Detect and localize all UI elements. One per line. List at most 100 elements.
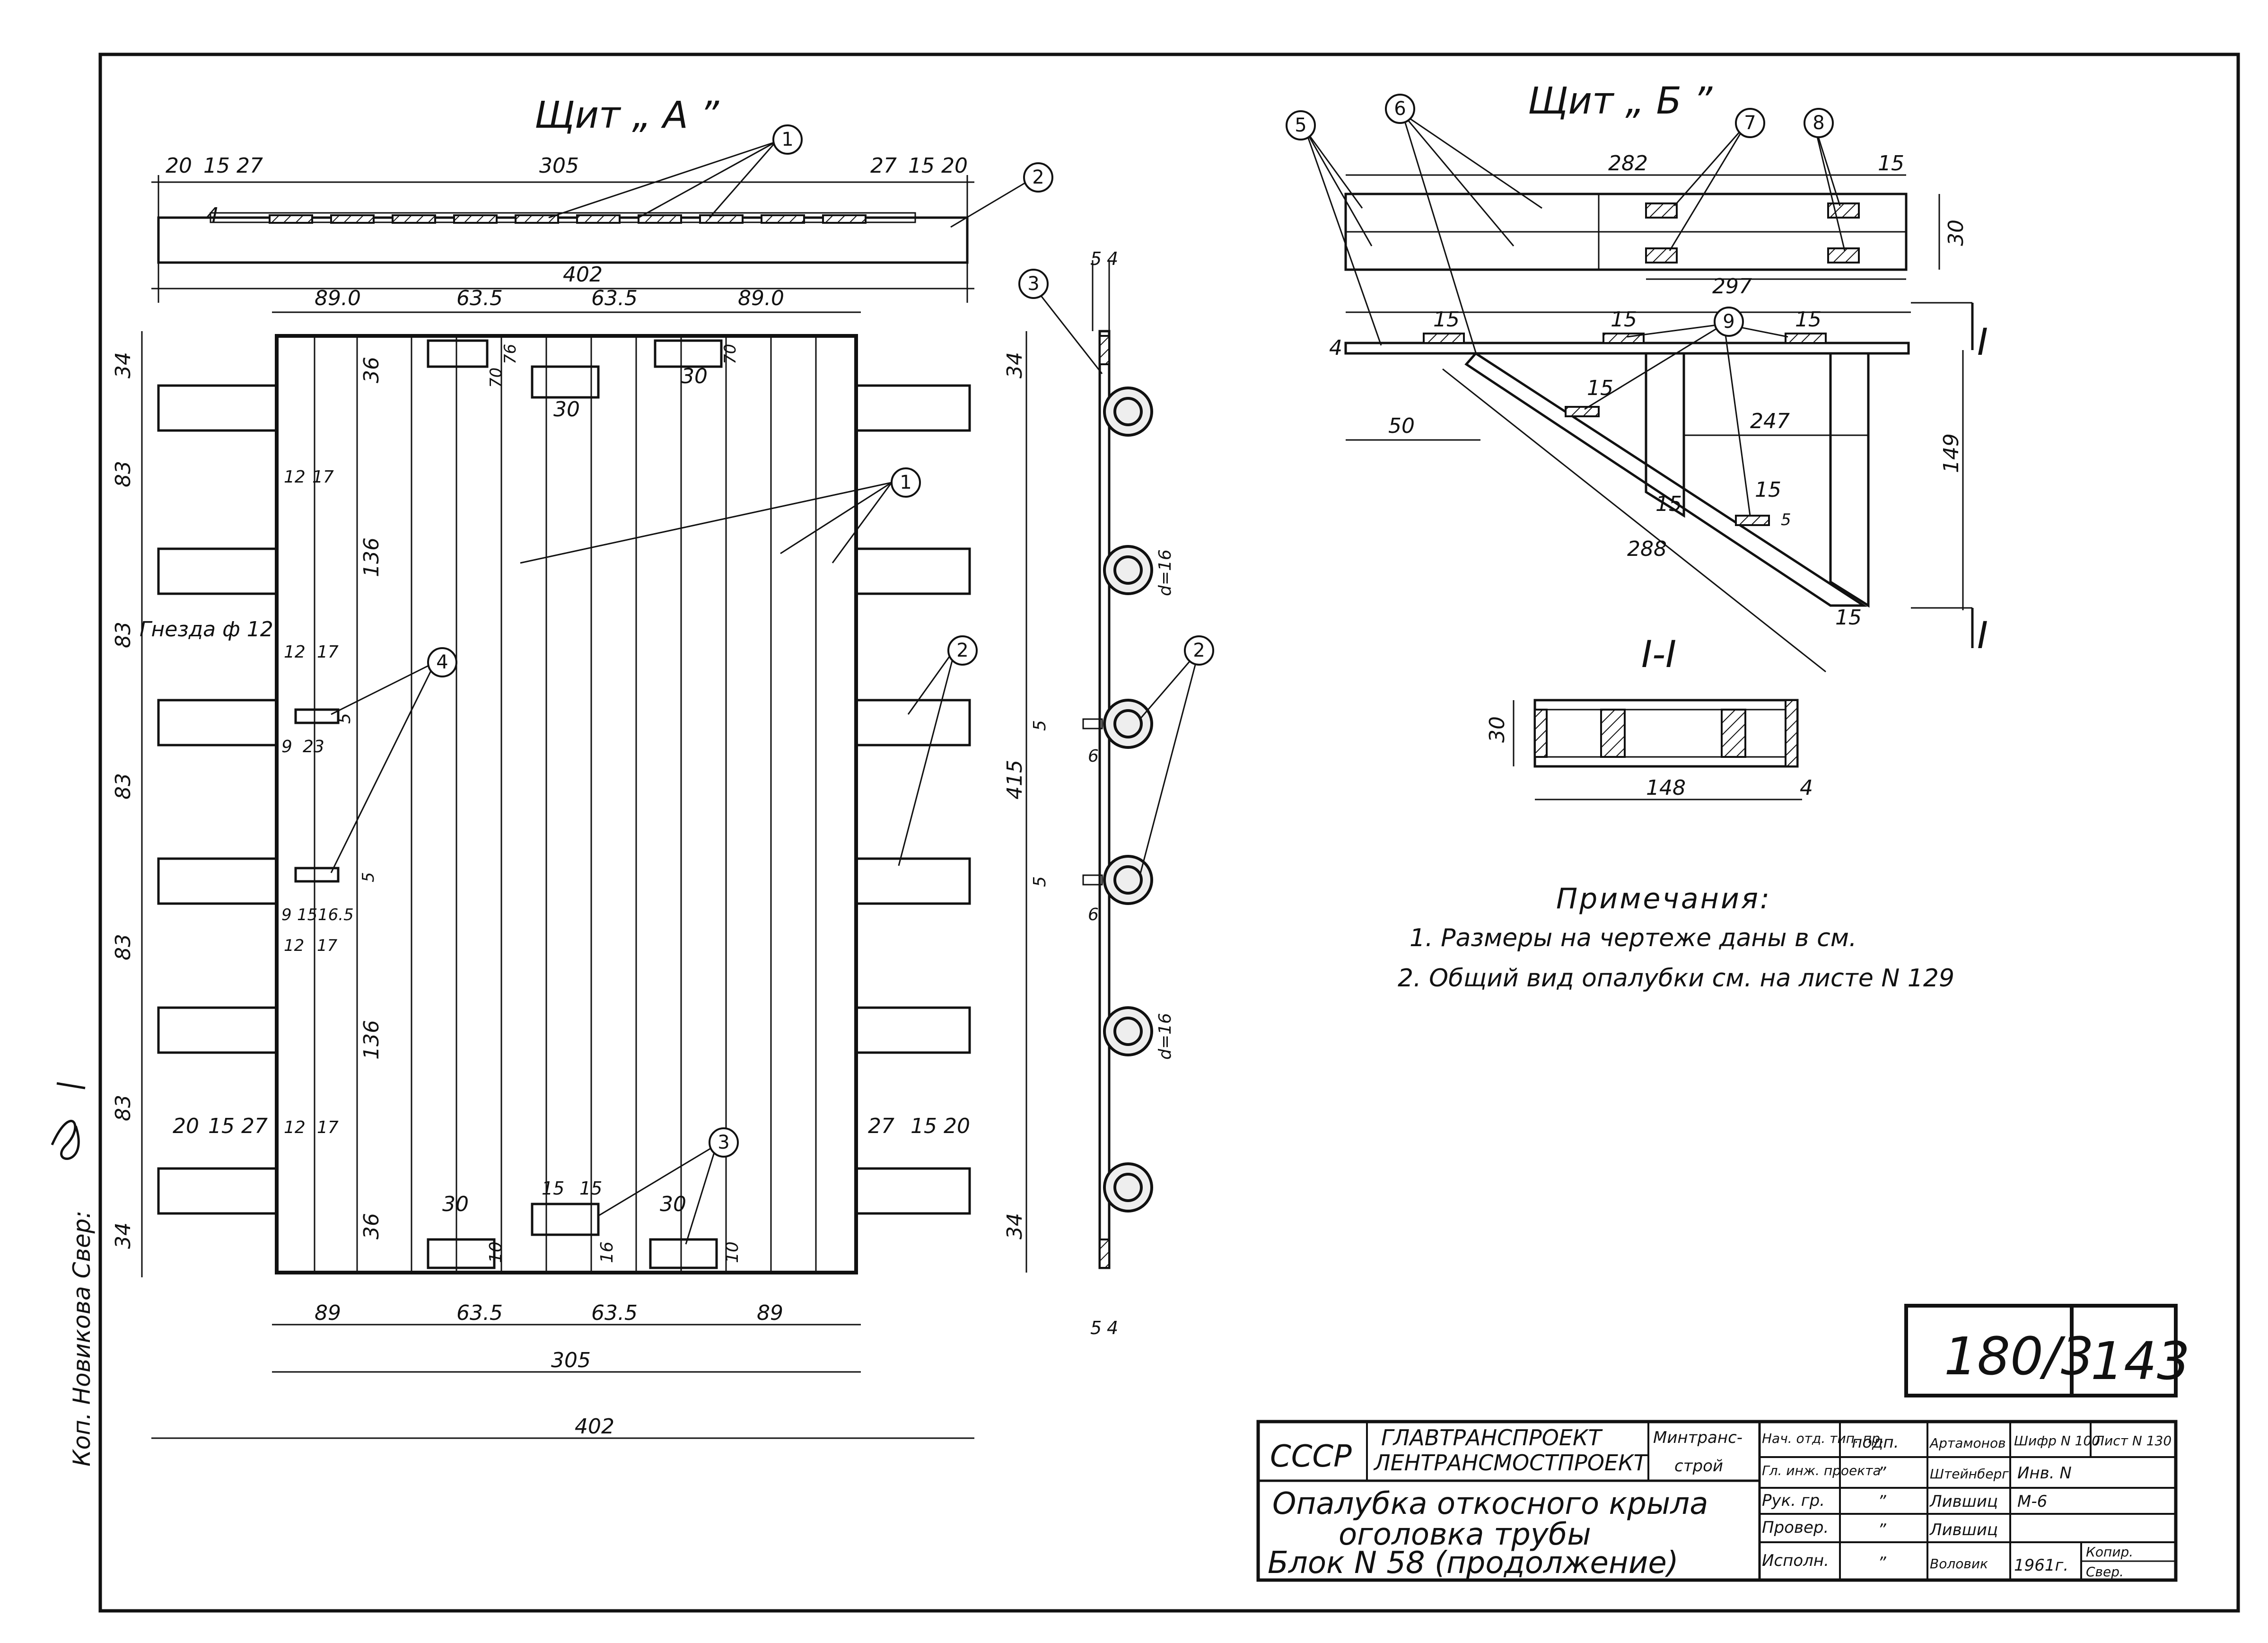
svg-text:Лившиц: Лившиц <box>1929 1520 1998 1539</box>
svg-text:1: 1 <box>781 129 793 150</box>
dim-a-col-89: 89.0 <box>315 286 361 310</box>
sheet-id: 143 <box>2091 1331 2190 1391</box>
svg-text:6: 6 <box>1088 747 1099 766</box>
svg-text:30: 30 <box>660 1192 686 1216</box>
svg-text:15: 15 <box>208 1114 235 1138</box>
socket-dims-1: 12 17 9 23 5 <box>281 642 354 756</box>
shield-b-title: Щит „ Б ” <box>1528 80 1713 123</box>
svg-text:5: 5 <box>359 872 378 882</box>
section-mark-bottom: I <box>1977 615 1988 657</box>
svg-text:10: 10 <box>486 1241 506 1263</box>
dim-a-colb-89: 89 <box>315 1301 341 1325</box>
note-1: 1. Размеры на чертеже даны в см. <box>1410 924 1857 952</box>
svg-text:36: 36 <box>359 1213 384 1239</box>
dim-a-col-635b: 63.5 <box>591 286 638 310</box>
svg-text:6: 6 <box>1088 905 1099 924</box>
svg-text:34: 34 <box>111 352 135 378</box>
callout-4: 4 <box>427 647 457 677</box>
svg-text:297: 297 <box>1712 274 1752 299</box>
svg-text:16.5: 16.5 <box>318 905 354 924</box>
svg-text:”: ” <box>1878 1464 1886 1483</box>
callout-3-side: 3 <box>1018 269 1049 299</box>
dim-a-top-20: 20 <box>166 154 192 178</box>
svg-text:415: 415 <box>1003 760 1027 800</box>
svg-text:5: 5 <box>1090 1318 1102 1338</box>
shield-a-top-view <box>151 175 974 303</box>
dim-a-col-89b: 89.0 <box>738 286 784 310</box>
svg-text:”: ” <box>1878 1520 1886 1539</box>
svg-text:2: 2 <box>956 640 968 661</box>
svg-text:34: 34 <box>1003 1213 1027 1239</box>
svg-text:12: 12 <box>284 642 306 662</box>
svg-text:30: 30 <box>553 397 580 422</box>
sheet-number-box <box>1904 1304 2178 1397</box>
side-view-dims: 5 4 34 415 34 5 4 5 6 5 6 <box>1003 248 1118 1338</box>
tb-org2: ЛЕНТРАНСМОСТПРОЕКТ <box>1373 1450 1649 1476</box>
svg-text:83: 83 <box>111 622 135 648</box>
svg-text:282: 282 <box>1608 151 1648 176</box>
section-mark-top: I <box>1977 321 1988 364</box>
svg-text:148: 148 <box>1646 776 1686 800</box>
svg-text:Исполн.: Исполн. <box>1762 1551 1829 1570</box>
svg-text:17: 17 <box>317 936 338 955</box>
callout-2-main: 2 <box>947 635 978 666</box>
svg-text:15: 15 <box>911 1114 937 1138</box>
dim-a-colb-635: 63.5 <box>456 1301 503 1325</box>
svg-text:12: 12 <box>284 467 306 487</box>
tb-sign-marks: ” ” ” ” <box>1878 1464 1886 1573</box>
side-view <box>1025 260 1153 1273</box>
svg-text:12: 12 <box>284 1118 306 1137</box>
svg-text:15: 15 <box>579 1178 602 1199</box>
dim-a-colb-635b: 63.5 <box>591 1301 638 1325</box>
tb-roles: Нач. отд. тип. пр. Гл. инж. проекта Рук.… <box>1762 1431 1884 1570</box>
svg-text:20: 20 <box>173 1114 199 1138</box>
tb-title-2: оголовка трубы <box>1339 1517 1591 1552</box>
tb-names: Артамонов Штейнберг Лившиц Лившиц Волови… <box>1929 1435 2009 1572</box>
socket-label: Гнезда ф 12 <box>140 617 273 641</box>
hole-dims: 12 17 12 17 <box>284 467 339 1137</box>
tb-list: Лист N 130 <box>2094 1433 2172 1449</box>
tb-copy: Копир. <box>2086 1544 2133 1560</box>
tb-check: Свер. <box>2086 1564 2124 1580</box>
svg-text:30: 30 <box>442 1192 469 1216</box>
sheet-frame <box>98 53 2240 1613</box>
svg-text:15: 15 <box>1433 308 1460 332</box>
dim-a-top-27: 27 <box>236 154 263 178</box>
section-ii-view <box>1513 699 1802 800</box>
notes-heading: Примечания: <box>1556 882 1771 915</box>
dim-a-top-4: 4 <box>206 203 219 228</box>
shield-b-top-dims: 282 15 297 30 <box>1608 151 1968 299</box>
tb-title-1: Опалубка откосного крыла <box>1272 1486 1708 1521</box>
svg-text:288: 288 <box>1627 537 1667 561</box>
diameter-label-2: d=16 <box>1156 1013 1175 1060</box>
callout-3-bottom: 3 <box>709 1127 739 1158</box>
tb-ussr: СССР <box>1270 1439 1352 1474</box>
bottom-row-dims-right: 27 15 20 <box>868 1114 970 1138</box>
svg-text:83: 83 <box>111 461 135 487</box>
callout-2-side: 2 <box>1184 635 1214 666</box>
bottom-row-dims-left: 20 15 27 <box>173 1114 268 1138</box>
svg-text:15: 15 <box>1878 151 1904 176</box>
svg-text:70: 70 <box>487 368 506 388</box>
dim-a-top-27b: 27 <box>870 154 897 178</box>
svg-text:Лившиц: Лившиц <box>1929 1492 1998 1511</box>
diameter-label-1: d=16 <box>1156 549 1175 596</box>
dim-a-top-20b: 20 <box>941 154 968 178</box>
shield-b-main-dims: 15 15 15 4 15 50 247 149 15 15 288 15 5 <box>1329 308 1963 630</box>
svg-text:Рук. гр.: Рук. гр. <box>1762 1491 1825 1510</box>
svg-text:15: 15 <box>1587 376 1613 400</box>
svg-text:Нач. отд. тип. пр.: Нач. отд. тип. пр. <box>1762 1431 1884 1446</box>
svg-text:27: 27 <box>868 1114 894 1138</box>
tb-year: 1961г. <box>2014 1556 2068 1575</box>
svg-text:5: 5 <box>1090 248 1102 269</box>
svg-text:83: 83 <box>111 934 135 960</box>
svg-text:4: 4 <box>436 651 448 673</box>
svg-text:34: 34 <box>111 1222 135 1249</box>
tb-inv: Инв. N <box>2017 1464 2072 1483</box>
svg-text:4: 4 <box>1329 336 1342 360</box>
svg-text:136: 136 <box>359 537 384 577</box>
svg-text:15: 15 <box>1655 492 1682 516</box>
dim-a-top-15: 15 <box>203 154 230 178</box>
shield-b-main-view <box>1344 302 1974 673</box>
svg-text:30: 30 <box>1485 716 1509 743</box>
